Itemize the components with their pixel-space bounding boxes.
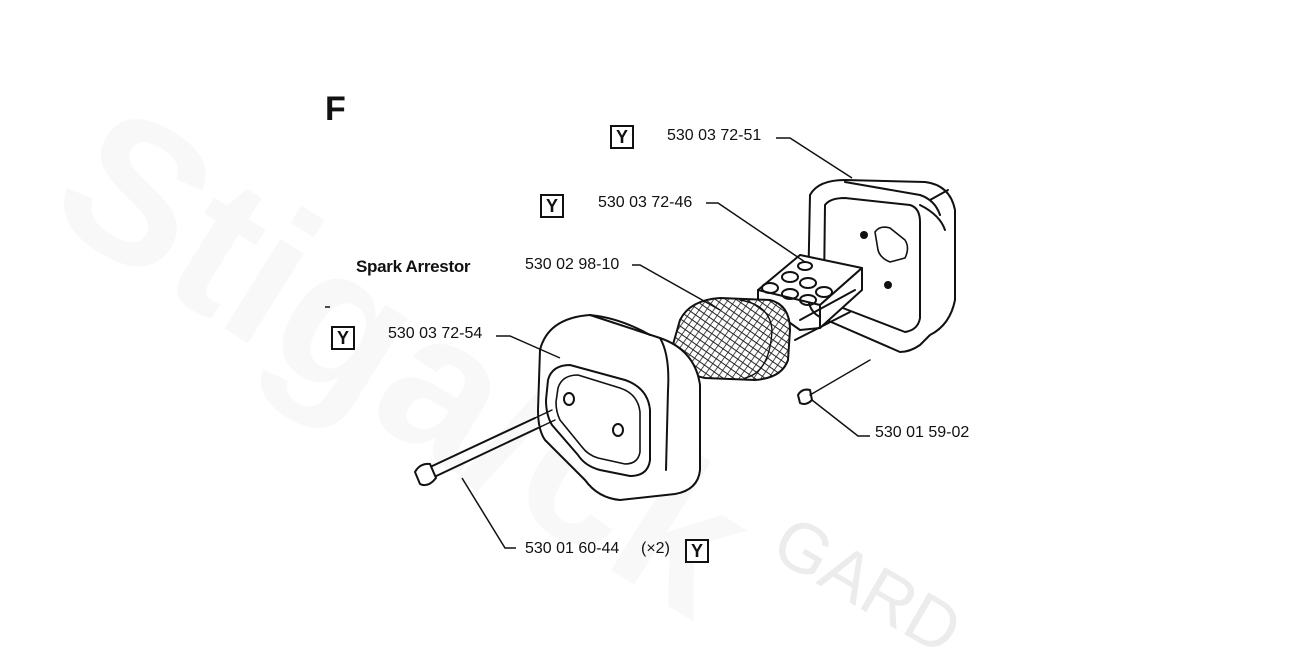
baffle-plate bbox=[757, 254, 863, 341]
part-number-p2: 530 03 72-46 bbox=[598, 194, 693, 211]
leader-p5 bbox=[811, 399, 870, 437]
parts-diagram: Stiga/ck GARD bbox=[325, 90, 975, 670]
part-number-p3: 530 02 98-10 bbox=[525, 256, 620, 273]
badge-p6: Y bbox=[685, 539, 709, 563]
badge-p4: Y bbox=[331, 326, 355, 350]
rear-housing bbox=[807, 179, 956, 353]
long-bolt bbox=[414, 409, 556, 487]
small-screw bbox=[797, 359, 871, 405]
leader-p6 bbox=[461, 477, 516, 549]
group-label: Spark Arrestor bbox=[356, 257, 471, 276]
part-number-p5: 530 01 59-02 bbox=[875, 424, 970, 441]
part-number-p6: 530 01 60-44 bbox=[525, 540, 620, 557]
leader-p2 bbox=[706, 202, 806, 263]
leader-p3 bbox=[632, 264, 721, 311]
exploded-view-drawing bbox=[325, 137, 956, 549]
part-qty-p6: (×2) bbox=[641, 540, 670, 557]
part-number-p4: 530 03 72-54 bbox=[388, 325, 483, 342]
part-number-p1: 530 03 72-51 bbox=[667, 127, 762, 144]
badge-p1: Y bbox=[610, 125, 634, 149]
leader-p1 bbox=[776, 137, 853, 179]
front-cover bbox=[537, 314, 701, 501]
leader-p4 bbox=[496, 335, 561, 359]
section-letter: F bbox=[325, 90, 346, 128]
badge-p2: Y bbox=[540, 194, 564, 218]
